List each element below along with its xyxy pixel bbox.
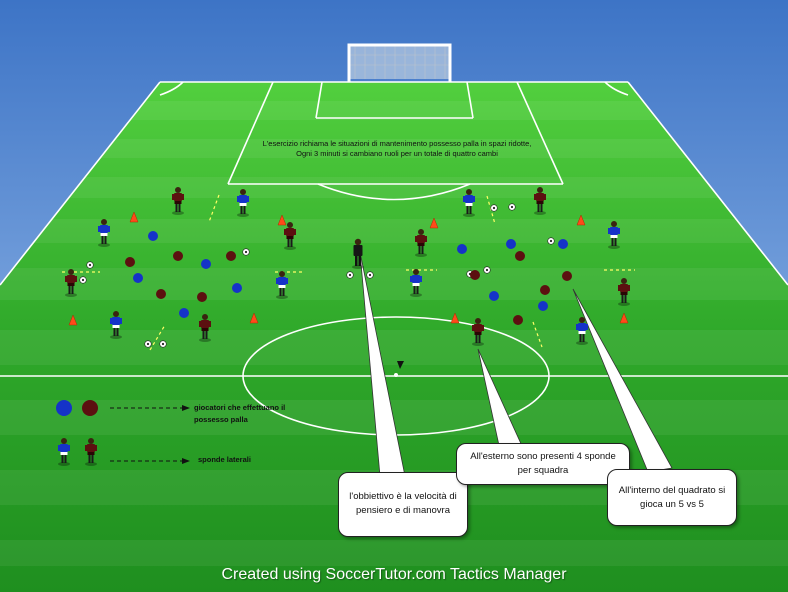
pitch-lines [0,81,788,436]
drill-elements [56,187,630,466]
legend-player-red [85,438,97,466]
grid-player-disc-blue [148,231,158,241]
drill-description: L'esercizio richiama le situazioni di ma… [222,139,572,159]
wide-player-red [172,187,184,215]
grid-player-disc-blue [232,283,242,293]
ball [242,248,250,256]
drill-note-line-1: L'esercizio richiama le situazioni di ma… [262,139,532,148]
grid-player-disc-blue [489,291,499,301]
grid-player-disc-red [470,270,480,280]
legend-disc-blue [56,400,72,416]
callout-inside: All'interno del quadrato si gioca un 5 v… [607,469,737,526]
callout-objective: l'obbiettivo è la velocità di pensiero e… [338,472,468,537]
ball [547,237,555,245]
cone-marker [619,312,629,324]
grid-player-disc-red [156,289,166,299]
center-marker [397,361,404,369]
grid-player-disc-red [513,315,523,325]
wide-player-red [65,269,77,297]
wide-player-blue [463,189,475,217]
ball [508,203,516,211]
legend-arrowheads [182,405,190,464]
coach-figure [352,238,364,269]
callout-outside: All'esterno sono presenti 4 sponde per s… [456,443,630,485]
grid-player-disc-red [226,251,236,261]
wide-player-red [472,318,484,346]
grid-player-disc-blue [538,301,548,311]
grid-player-disc-blue [506,239,516,249]
callout-pointers [359,251,673,477]
cone-marker [429,217,439,229]
ball [86,261,94,269]
ball [483,266,491,274]
grid-player-disc-red [515,251,525,261]
grid-player-disc-red [562,271,572,281]
cone-marker [576,214,586,226]
wide-player-blue [276,271,288,299]
legend-possession-label: giocatori che effettuano il possesso pal… [194,403,286,424]
ball [79,276,87,284]
grid-player-disc-blue [201,259,211,269]
cone-marker [129,211,139,223]
grid-player-disc-blue [179,308,189,318]
legend-arrows [110,407,185,462]
wide-player-blue [110,311,122,339]
legend-wide-label: sponde laterali [198,455,251,464]
grid-player-disc-blue [457,244,467,254]
cone-marker [450,312,460,324]
wide-player-red [199,314,211,342]
cone-marker [249,312,259,324]
wide-player-blue [237,189,249,217]
wide-player-blue [410,269,422,297]
wide-player-red [618,278,630,306]
grid-player-disc-red [540,285,550,295]
ball [346,271,354,279]
grid-player-disc-blue [558,239,568,249]
grid-player-disc-red [125,257,135,267]
wide-player-red [534,187,546,215]
ball [490,204,498,212]
ball [144,340,152,348]
ball [366,271,374,279]
ball [159,340,167,348]
wide-player-blue [576,317,588,345]
wide-player-blue [608,221,620,249]
grid-player-disc-blue [133,273,143,283]
grid-player-disc-red [173,251,183,261]
grid-player-disc-red [197,292,207,302]
goal [347,43,452,82]
legend-player-blue [58,438,70,466]
center-spot [394,373,398,377]
legend-disc-red [82,400,98,416]
wide-player-red [415,229,427,257]
wide-player-red [284,222,296,250]
cone-marker [68,314,78,326]
drill-note-line-2: Ogni 3 minuti si cambiano ruoli per un t… [296,149,498,158]
zone-markers [62,194,635,351]
footer-credit: Created using SoccerTutor.com Tactics Ma… [221,566,567,583]
wide-player-blue [98,219,110,247]
cone-marker [277,214,287,226]
